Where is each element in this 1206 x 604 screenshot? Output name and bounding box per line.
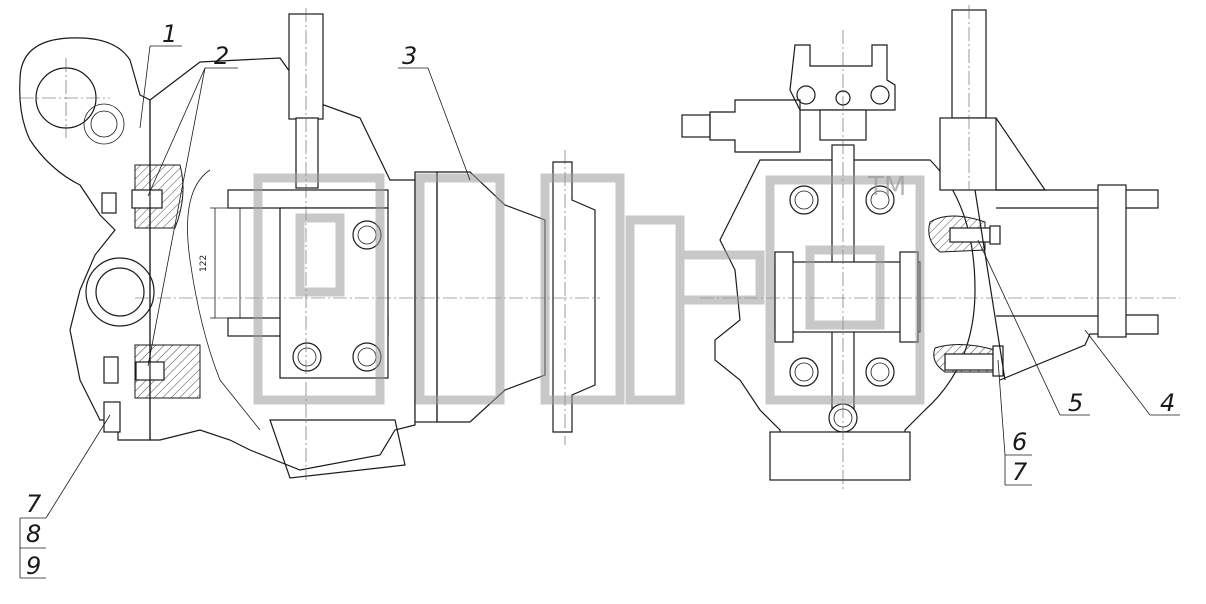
valve-body <box>714 159 976 471</box>
valve-fitting <box>681 114 711 138</box>
callout-2: 2 <box>214 42 229 70</box>
base-block <box>769 431 911 481</box>
top-yoke <box>789 44 896 111</box>
middle-plate <box>774 261 921 333</box>
mounting-bracket <box>19 37 151 441</box>
trademark-symbol: TM <box>867 172 906 202</box>
callout-7-left: 7 <box>26 490 42 518</box>
callout-8: 8 <box>26 520 41 548</box>
section-hatch-lower <box>134 344 201 399</box>
rbolt-3 <box>789 357 819 387</box>
lower-lug <box>269 419 406 479</box>
upper-eye-bore <box>83 103 125 145</box>
lower-eye-bore <box>95 267 145 317</box>
rbolt-2 <box>865 185 895 215</box>
pad-bolt-2 <box>292 342 322 372</box>
watermark: TM <box>253 172 925 405</box>
bolt-lower <box>103 401 121 433</box>
pad-plate-upper <box>227 189 389 209</box>
callout-3: 3 <box>402 42 417 70</box>
chamber-flange <box>552 161 596 433</box>
bolt-upper <box>131 189 163 209</box>
callout-1: 1 <box>162 20 177 48</box>
fork-bracket <box>996 189 1159 381</box>
callout-4: 4 <box>1160 389 1175 417</box>
callout-5: 5 <box>1068 389 1083 417</box>
right-view <box>681 5 1180 490</box>
rbolt-1 <box>789 185 819 215</box>
dimension-label: 122 <box>199 255 209 272</box>
lower-eye <box>85 257 155 327</box>
rbolt-4 <box>865 357 895 387</box>
callout-7-right: 7 <box>1012 458 1028 486</box>
callouts: 1 2 3 7 8 9 4 5 6 7 <box>19 20 1180 580</box>
left-view: 122 <box>19 8 600 480</box>
callout-9: 9 <box>26 552 41 580</box>
callout-6: 6 <box>1012 428 1027 456</box>
brake-chamber <box>436 171 546 423</box>
